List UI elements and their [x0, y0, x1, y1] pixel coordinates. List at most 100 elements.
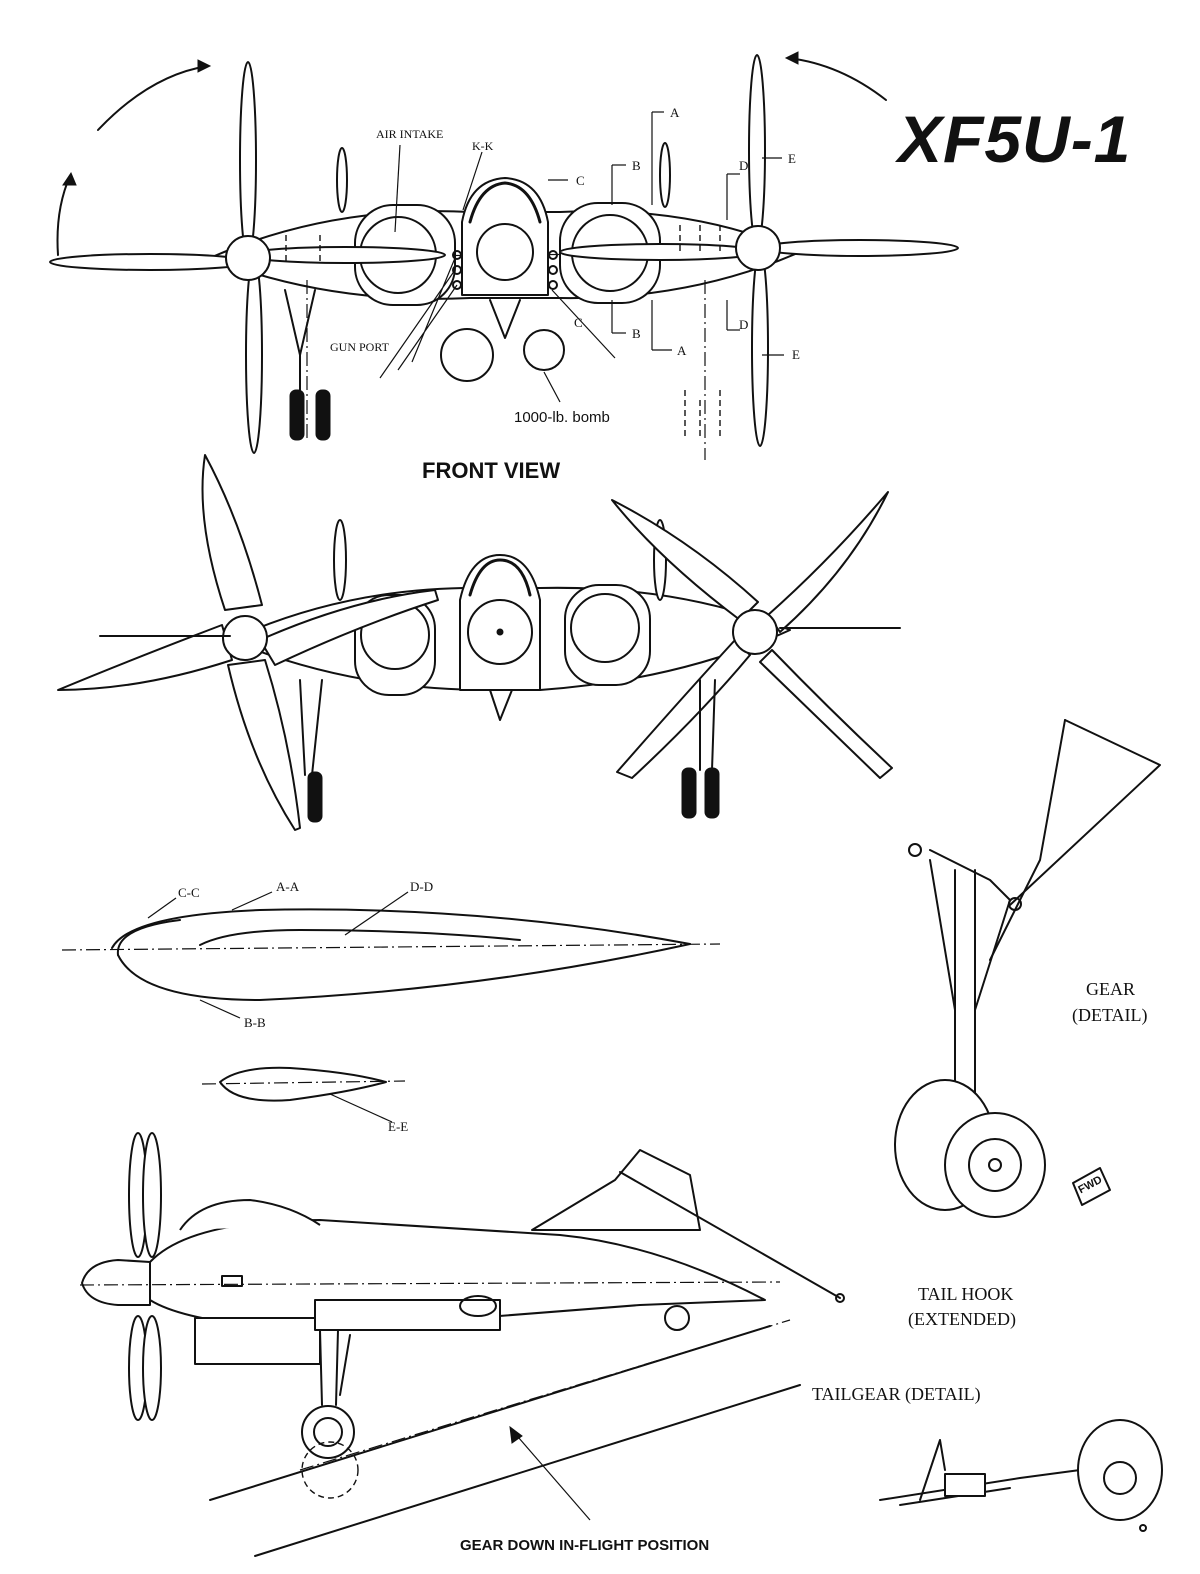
right-prop-3q-blade-4 [759, 649, 893, 779]
left-prop-blade-up [239, 61, 257, 259]
gear-retract-arm [1009, 719, 1161, 906]
air-intake-leader [394, 144, 401, 233]
rotation-arrow-left-upper [97, 65, 209, 131]
right-spinner-3q [732, 609, 778, 655]
right-intake-3q [570, 593, 640, 663]
tail-fin-front [489, 299, 521, 339]
left-tire-2 [315, 389, 331, 441]
gear-top-brace [929, 849, 1011, 901]
canopy-frame [468, 181, 542, 224]
cc-leader [147, 897, 177, 919]
tailgear-dot [1139, 1524, 1147, 1532]
canopy-3q [468, 558, 532, 597]
main-wheel-dashed [301, 1441, 359, 1499]
section-mark-d-bottom: D [739, 317, 749, 332]
ee-centerline [201, 1080, 406, 1085]
left-tire-3q [307, 771, 323, 823]
spinner-side [81, 1259, 151, 1306]
gear-pivot-right [1008, 897, 1022, 911]
arrow-head [784, 51, 799, 65]
tail-hook [619, 1171, 841, 1299]
fwd-arrow-box [1072, 1167, 1111, 1206]
left-spinner [225, 235, 271, 281]
section-centerline [61, 943, 721, 951]
tailgear-wheel [1077, 1419, 1163, 1521]
tailgear-lever [919, 1439, 946, 1501]
gear-arm-2 [989, 719, 1066, 961]
section-ee-label: E-E [388, 1119, 409, 1134]
right-tire-3q-2 [704, 767, 720, 819]
nose-gear-3q [489, 689, 513, 721]
gear-detail-label: (DETAIL) [1072, 1005, 1148, 1025]
left-prop-blade-left [49, 253, 251, 271]
ground-centerline [299, 1319, 791, 1471]
bomb-leader [543, 371, 561, 403]
section-bb-lower [117, 943, 691, 1001]
gun-port-leaders [379, 257, 458, 379]
bomb-label: 1000-lb. bomb [514, 409, 610, 426]
right-prop-blade-right [761, 239, 959, 257]
three-quarter-view-drawing [57, 454, 901, 831]
aa-leader [231, 891, 273, 911]
side-window [221, 1275, 243, 1287]
gear-pivot-left [908, 843, 922, 857]
fuselage-front [461, 177, 549, 296]
left-tire-1 [289, 389, 305, 441]
ground-line-2 [254, 1384, 801, 1557]
belly-tank [194, 1317, 321, 1365]
kk-leader [462, 151, 483, 211]
gear-oleo [954, 869, 976, 1101]
kk-label: K-K [472, 139, 494, 153]
section-ee [219, 1066, 387, 1102]
gun-ports [452, 250, 558, 290]
left-gear-3q [299, 679, 323, 776]
section-indicators [548, 111, 784, 356]
section-mark-d-top: D [739, 158, 749, 173]
rotation-arrow-right [787, 57, 887, 101]
tailgear-detail-drawing [879, 1419, 1163, 1532]
section-bb-label: B-B [244, 1015, 266, 1030]
bomb-right [523, 329, 565, 371]
hook-tip [835, 1293, 845, 1303]
section-cc [116, 919, 181, 956]
tail-hook-extended-label: (EXTENDED) [908, 1309, 1016, 1329]
tailgear-detail-label: TAILGEAR (DETAIL) [812, 1384, 981, 1404]
gear-tire-front [944, 1112, 1046, 1218]
main-wheel-side [301, 1405, 355, 1459]
section-mark-c-top: C [576, 173, 585, 188]
left-prop-3q-blade-2 [57, 624, 233, 691]
tail-fin-side [531, 1149, 701, 1231]
left-fin [336, 147, 348, 213]
left-spinner-3q [222, 615, 268, 661]
section-cc-label: C-C [178, 885, 200, 900]
tail-hook-label: TAIL HOOK [918, 1284, 1014, 1304]
section-mark-a-top: A [670, 105, 680, 120]
right-prop-3q-blade-2 [767, 491, 889, 633]
right-tire-3q-1 [681, 767, 697, 819]
wing-root-side [314, 1299, 501, 1331]
side-centerline [79, 1281, 781, 1286]
ee-leader [329, 1093, 393, 1123]
dd-leader [344, 891, 409, 936]
arrow-head [62, 171, 77, 186]
right-prop-3q-blade-3 [616, 639, 751, 779]
side-view-drawing [79, 1132, 845, 1557]
fuselage-circle [476, 223, 534, 281]
left-prop-3q-blade-3 [227, 659, 301, 831]
left-fin-3q [333, 519, 347, 601]
bomb-left [440, 328, 494, 382]
section-mark-a-bottom: A [677, 343, 687, 358]
right-gear-3q [699, 679, 716, 771]
side-prop-blade-up-2 [142, 1132, 162, 1258]
section-dd-label: D-D [410, 879, 434, 894]
section-mark-e-bottom: E [792, 347, 800, 362]
side-prop-blade-down-2 [142, 1315, 162, 1421]
aircraft-title: XF5U-1 [898, 102, 1132, 176]
right-prop-blade-down [751, 249, 769, 447]
gear-down-leader [511, 1429, 591, 1521]
gear-label: GEAR [1086, 979, 1135, 999]
air-intake-label: AIR INTAKE [376, 127, 444, 141]
gear-hub [968, 1138, 1022, 1192]
right-prop-blade-up [748, 54, 766, 246]
